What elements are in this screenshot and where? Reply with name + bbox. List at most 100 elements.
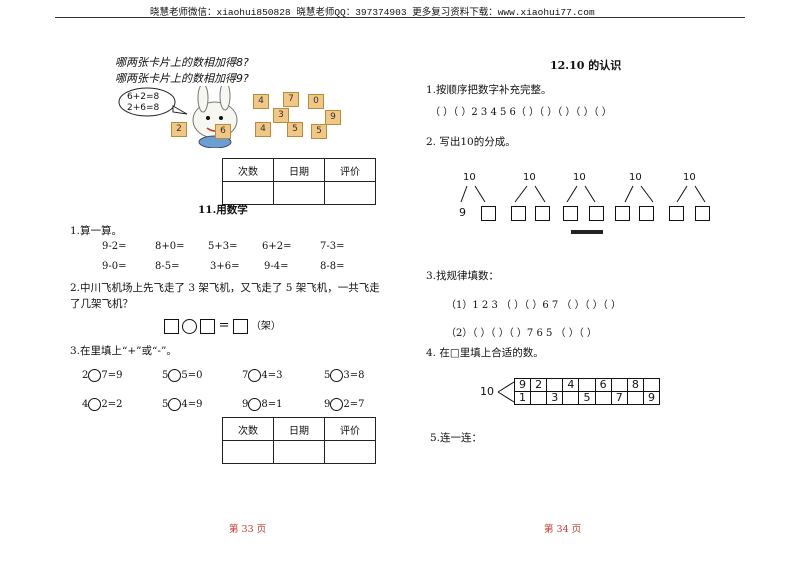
bubble-line-2: 2+6=8 — [127, 103, 160, 113]
operator-circle[interactable] — [88, 398, 102, 411]
grid-cell[interactable] — [578, 378, 596, 392]
split-box[interactable] — [639, 206, 654, 221]
operator-circle[interactable] — [330, 398, 344, 411]
grid-cell[interactable] — [546, 378, 564, 392]
grid-cell[interactable]: 6 — [594, 378, 612, 392]
eval-cell[interactable] — [273, 181, 325, 205]
eval-cell[interactable] — [273, 440, 325, 464]
eval-cell[interactable] — [222, 181, 274, 205]
right-question-1: 1.按顺序把数字补充完整。 — [426, 84, 552, 96]
operator-circle[interactable] — [168, 398, 182, 411]
split-box[interactable] — [669, 206, 684, 221]
calc-item[interactable]: 9-4= — [264, 261, 289, 272]
grid-cell[interactable]: 5 — [578, 391, 596, 405]
split-top-number: 10 — [573, 172, 586, 183]
operator-circle[interactable] — [330, 369, 344, 382]
eval-cell[interactable] — [324, 440, 376, 464]
calc-item[interactable]: 9-0= — [102, 261, 127, 272]
operator-circle[interactable] — [88, 369, 102, 382]
eval-header-times: 次数 — [222, 158, 274, 182]
split-box[interactable] — [511, 206, 526, 221]
grid-cell[interactable]: 3 — [546, 391, 564, 405]
grid-cell[interactable]: 9 — [513, 378, 532, 392]
split-box[interactable] — [535, 206, 550, 221]
bubble-line-1: 6+2=8 — [127, 92, 160, 102]
sequence-row[interactable]: （ ）（ ）2 3 4 5 6（ ）（ ）（ ）（ ）（ ） — [430, 107, 612, 118]
left-question-2-line1: 2.中川飞机场上先飞走了 3 架飞机，又飞走了 5 架飞机，一共飞走 — [70, 282, 380, 294]
header-rule — [55, 17, 745, 18]
operator-circle[interactable] — [248, 369, 262, 382]
left-question-3: 3.在里填上“+”或“-”。 — [70, 345, 177, 357]
calc-item[interactable]: 9-2= — [102, 241, 127, 252]
eval-cell[interactable] — [222, 440, 274, 464]
operator-circle[interactable] — [248, 398, 262, 411]
number-grid-table: 9 2 4 6 8 1 3 5 7 9 — [513, 378, 661, 405]
grid-cell[interactable] — [626, 391, 644, 405]
split-lines-icon — [460, 185, 706, 234]
eval-header-date: 日期 — [273, 158, 325, 182]
calc-item[interactable]: 5+3= — [208, 241, 238, 252]
branch-lines-icon — [497, 381, 515, 403]
pattern-row-1[interactable]: （1）1 2 3 （ ）（ ）6 7 （ ）（ ）（ ） — [446, 300, 621, 311]
calc-item[interactable]: 8-5= — [155, 261, 180, 272]
grid-cell[interactable] — [610, 378, 628, 392]
calc-item[interactable]: 8-8= — [320, 261, 345, 272]
fill-number-grid: 10 9 2 4 6 8 1 3 5 7 9 — [480, 376, 661, 408]
eval-cell[interactable] — [324, 181, 376, 205]
split-given-number: 9 — [459, 206, 466, 219]
number-card: 2 — [171, 122, 187, 137]
answer-box[interactable] — [200, 319, 216, 334]
left-question-2-line2: 了几架飞机？ — [70, 298, 133, 310]
page-header: 晓慧老师微信：xiaohui850828 晓慧老师QQ：397374903 更多… — [150, 7, 595, 18]
right-question-4: 4. 在□里填上合适的数。 — [426, 347, 544, 359]
grid-cell[interactable]: 7 — [610, 391, 628, 405]
operator-circle[interactable] — [182, 319, 198, 334]
right-question-3: 3.找规律填数： — [426, 270, 500, 282]
card-question-1: 哪两张卡片上的数相加得8? — [115, 56, 249, 69]
answer-box[interactable] — [164, 319, 179, 334]
calc-item[interactable]: 3+6= — [210, 261, 240, 272]
grid-cell[interactable] — [642, 378, 661, 392]
evaluation-table-1: 次数 日期 评价 — [222, 158, 376, 205]
number-card: 9 — [325, 110, 341, 125]
split-top-number: 10 — [683, 172, 696, 183]
grid-cell[interactable]: 2 — [530, 378, 548, 392]
pattern-row-2[interactable]: （2）（ ）（ ）（ ）7 6 5 （ ）（ ） — [446, 328, 597, 339]
split-box[interactable] — [615, 206, 630, 221]
calc-item[interactable]: 6+2= — [262, 241, 292, 252]
split-box[interactable] — [481, 206, 496, 221]
split-top-number: 10 — [629, 172, 642, 183]
eval-header-rating: 评价 — [324, 158, 376, 182]
answer-box[interactable] — [232, 319, 248, 334]
grid-cell[interactable]: 8 — [626, 378, 644, 392]
number-card: 5 — [311, 124, 327, 139]
split-top-number: 10 — [523, 172, 536, 183]
split-box[interactable] — [695, 206, 710, 221]
right-question-5: 5.连一连： — [430, 432, 483, 444]
grid-cell[interactable]: 1 — [513, 391, 532, 405]
grid-cell[interactable] — [530, 391, 548, 405]
split-box[interactable] — [563, 206, 578, 221]
card-question-2: 哪两张卡片上的数相加得9? — [115, 72, 249, 85]
operator-circle[interactable] — [168, 369, 182, 382]
grid-cell[interactable] — [562, 391, 580, 405]
number-card: 6 — [215, 124, 231, 139]
grid-cell[interactable]: 9 — [642, 391, 661, 405]
number-split-diagram: 10 10 10 10 10 9 — [455, 172, 715, 234]
calc-item[interactable]: 7-3= — [320, 241, 345, 252]
eval-header-times: 次数 — [222, 417, 274, 441]
number-card: 7 — [283, 92, 299, 107]
grid-cell[interactable]: 4 — [562, 378, 580, 392]
number-card: 0 — [308, 94, 324, 109]
grid-cell[interactable] — [594, 391, 612, 405]
calc-item[interactable]: 8+0= — [155, 241, 185, 252]
split-box[interactable] — [589, 206, 604, 221]
